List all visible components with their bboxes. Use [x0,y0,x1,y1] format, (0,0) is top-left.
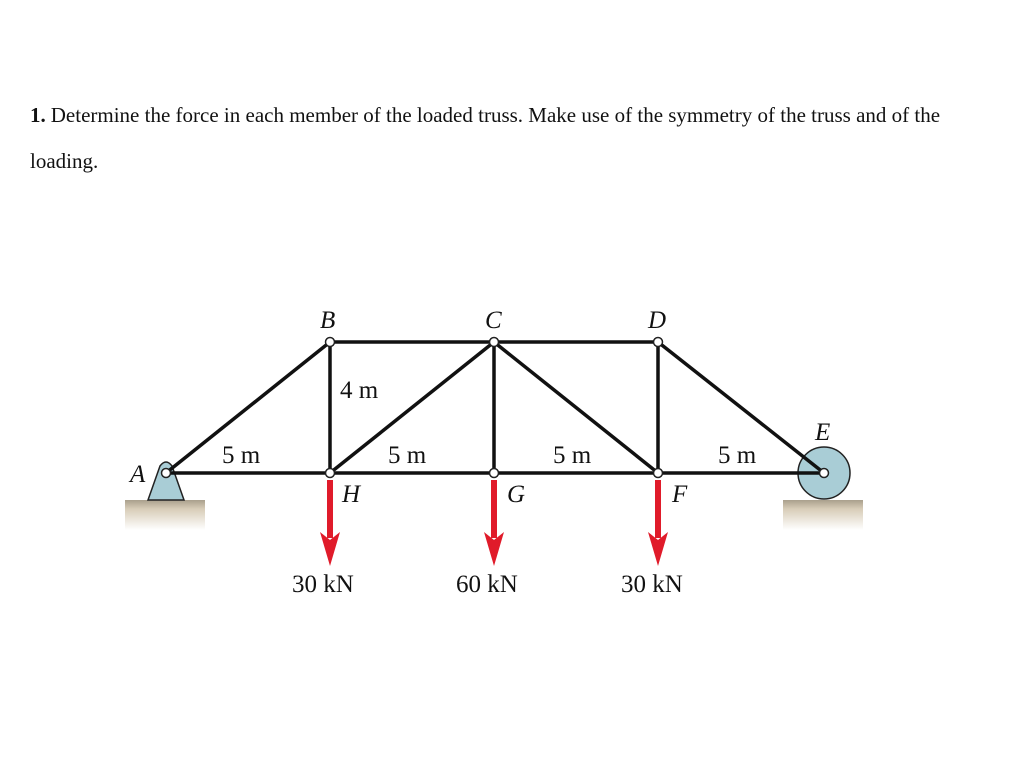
node-label-g: G [507,481,525,508]
dim-panel-3: 5 m [553,442,592,469]
node-label-f: F [671,481,688,508]
load-arrows [320,480,668,566]
joint-c [488,336,500,348]
member-de [656,340,826,475]
joint-h [324,467,336,479]
dim-height: 4 m [340,377,379,404]
problem-text: Determine the force in each member of th… [30,103,941,173]
dim-panel-2: 5 m [388,442,427,469]
load-label-f: 30 kN [621,571,683,598]
joint-e [818,467,830,479]
joint-g [488,467,500,479]
joint-a [160,467,172,479]
node-label-e: E [814,419,830,446]
ground-right [783,500,863,530]
dim-panel-1: 5 m [222,442,261,469]
member-hc [328,340,496,475]
node-label-h: H [341,481,362,508]
member-cf [492,340,660,475]
node-label-d: D [647,307,666,334]
joint-f [652,467,664,479]
member-ab [164,340,332,475]
problem-statement: 1.Determine the force in each member of … [30,92,1005,184]
problem-number: 1. [30,103,46,127]
pin-support-a [146,461,186,501]
load-label-g: 60 kN [456,571,518,598]
load-label-h: 30 kN [292,571,354,598]
ground-left [125,500,205,530]
joint-d [652,336,664,348]
dim-panel-4: 5 m [718,442,757,469]
node-label-c: C [485,307,502,334]
node-label-a: A [128,461,146,488]
joint-b [324,336,336,348]
node-label-b: B [320,307,335,334]
